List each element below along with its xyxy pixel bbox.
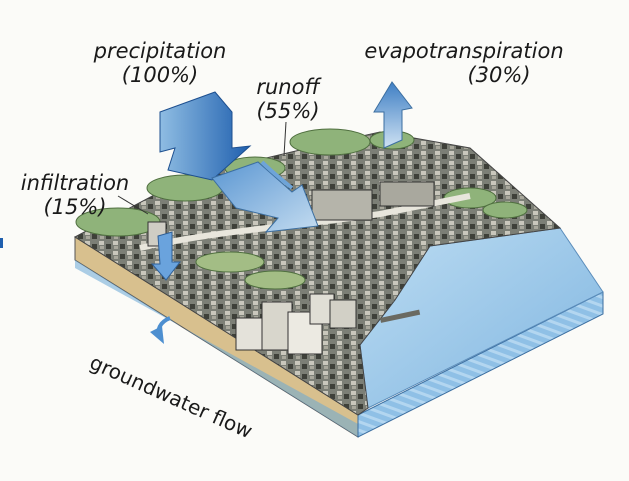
runoff-arrow: [211, 161, 319, 233]
precipitation-arrow: [159, 91, 252, 181]
groundwater-arrow-head: [150, 326, 164, 344]
precipitation-label: precipitation (100%): [80, 39, 240, 87]
infiltration-value: (15%): [43, 194, 107, 219]
evapotranspiration-arrow: [373, 81, 413, 149]
runoff-name: runoff: [256, 75, 320, 99]
evapotranspiration-label: evapotranspiration (30%): [356, 39, 572, 87]
runoff-leader: [283, 121, 287, 157]
runoff-stream: [260, 160, 294, 190]
runoff-value: (55%): [256, 98, 320, 123]
infiltration-label: infiltration (15%): [14, 171, 136, 219]
infiltration-name: infiltration: [20, 171, 130, 195]
infiltration-leader: [117, 195, 149, 215]
precipitation-value: (100%): [121, 62, 199, 87]
runoff-label: runoff (55%): [238, 75, 338, 123]
buildings: [147, 181, 435, 355]
groundwater-layer: [75, 260, 358, 437]
edge-accent: [0, 238, 3, 248]
evapotranspiration-name: evapotranspiration: [364, 39, 564, 63]
evapotranspiration-value: (30%): [467, 62, 531, 87]
precipitation-name: precipitation: [93, 39, 227, 63]
pier: [380, 309, 421, 323]
infiltration-arrow: [150, 231, 182, 281]
water-side-face: [357, 291, 604, 438]
